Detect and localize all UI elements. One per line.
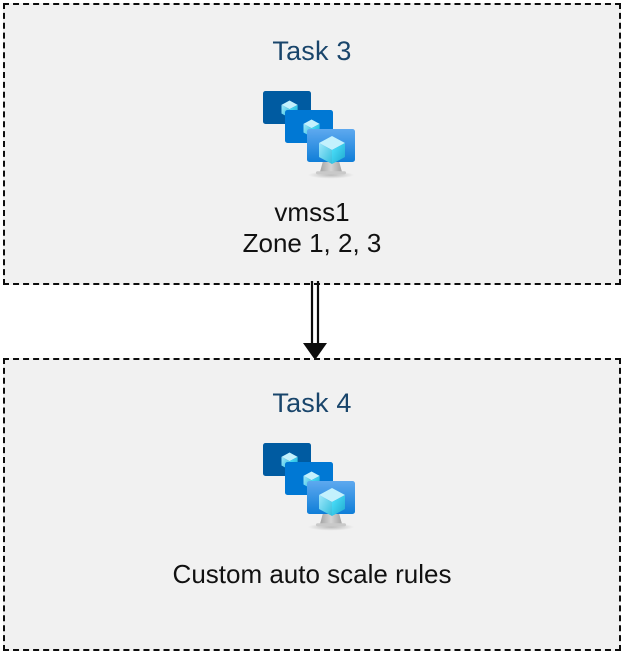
task-box-content: Task 3 (5, 5, 619, 283)
task-3-caption-line-1: vmss1 (274, 197, 350, 227)
task-box-task-4[interactable]: Task 4 (3, 358, 621, 651)
task-3-caption: vmss1 Zone 1, 2, 3 (243, 197, 382, 258)
task-box-task-3[interactable]: Task 3 (3, 3, 621, 285)
task-3-title: Task 3 (272, 36, 352, 66)
down-arrow-connector (303, 281, 327, 360)
azure-vm-scale-set-icon (263, 91, 355, 179)
task-4-caption-line-1: Custom auto scale rules (172, 559, 452, 589)
task-4-caption: Custom auto scale rules (173, 559, 452, 590)
task-3-caption-line-2: Zone 1, 2, 3 (242, 227, 382, 258)
azure-vm-scale-set-icon (263, 443, 355, 531)
task-4-title: Task 4 (272, 388, 352, 418)
task-box-content: Task 4 (5, 360, 619, 649)
